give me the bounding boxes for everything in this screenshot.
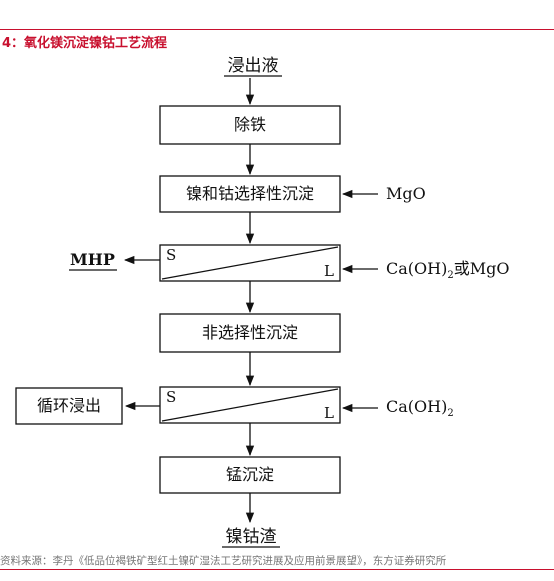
header-rule <box>0 29 554 30</box>
box-manganese-precipitation <box>159 456 341 494</box>
box-nonselective-precipitation <box>159 313 341 353</box>
footer-rule <box>0 569 554 570</box>
flow-start-label: 浸出液 <box>227 56 279 76</box>
separator-1-solid-label: S <box>166 246 177 264</box>
product-mhp-label: MHP <box>70 250 115 269</box>
box-selective-precipitation-label: 镍和钴选择性沉淀 <box>185 184 315 203</box>
reagent-caoh2-or-mgo-label: Ca(OH)2或MgO <box>386 259 510 282</box>
box-selective-precipitation <box>159 175 341 213</box>
box-manganese-precipitation-label: 锰沉淀 <box>225 465 275 484</box>
reagent-mgo-label: MgO <box>386 184 426 203</box>
separator-1-liquid-label: L <box>324 262 334 280</box>
box-iron-removal <box>159 105 341 145</box>
box-nonselective-precipitation-label: 非选择性沉淀 <box>201 323 299 342</box>
separator-2-diagonal <box>161 388 339 422</box>
figure-title: 4：氧化镁沉淀镍钴工艺流程 <box>2 36 168 51</box>
source-note: 资料来源：李丹《低品位褐铁矿型红土镍矿湿法工艺研究进展及应用前景展望》，东方证券… <box>0 555 447 567</box>
reagent-caoh2-label: Ca(OH)2 <box>386 397 454 420</box>
separator-2-solid-label: S <box>166 388 177 406</box>
flow-end-label: 镍钴渣 <box>225 527 277 547</box>
recycle-leaching-label: 循环浸出 <box>36 396 102 415</box>
separator-2-liquid-label: L <box>324 404 334 422</box>
box-recycle-leaching <box>15 387 123 425</box>
box-iron-removal-label: 除铁 <box>233 115 267 134</box>
separator-1-diagonal <box>161 246 339 280</box>
